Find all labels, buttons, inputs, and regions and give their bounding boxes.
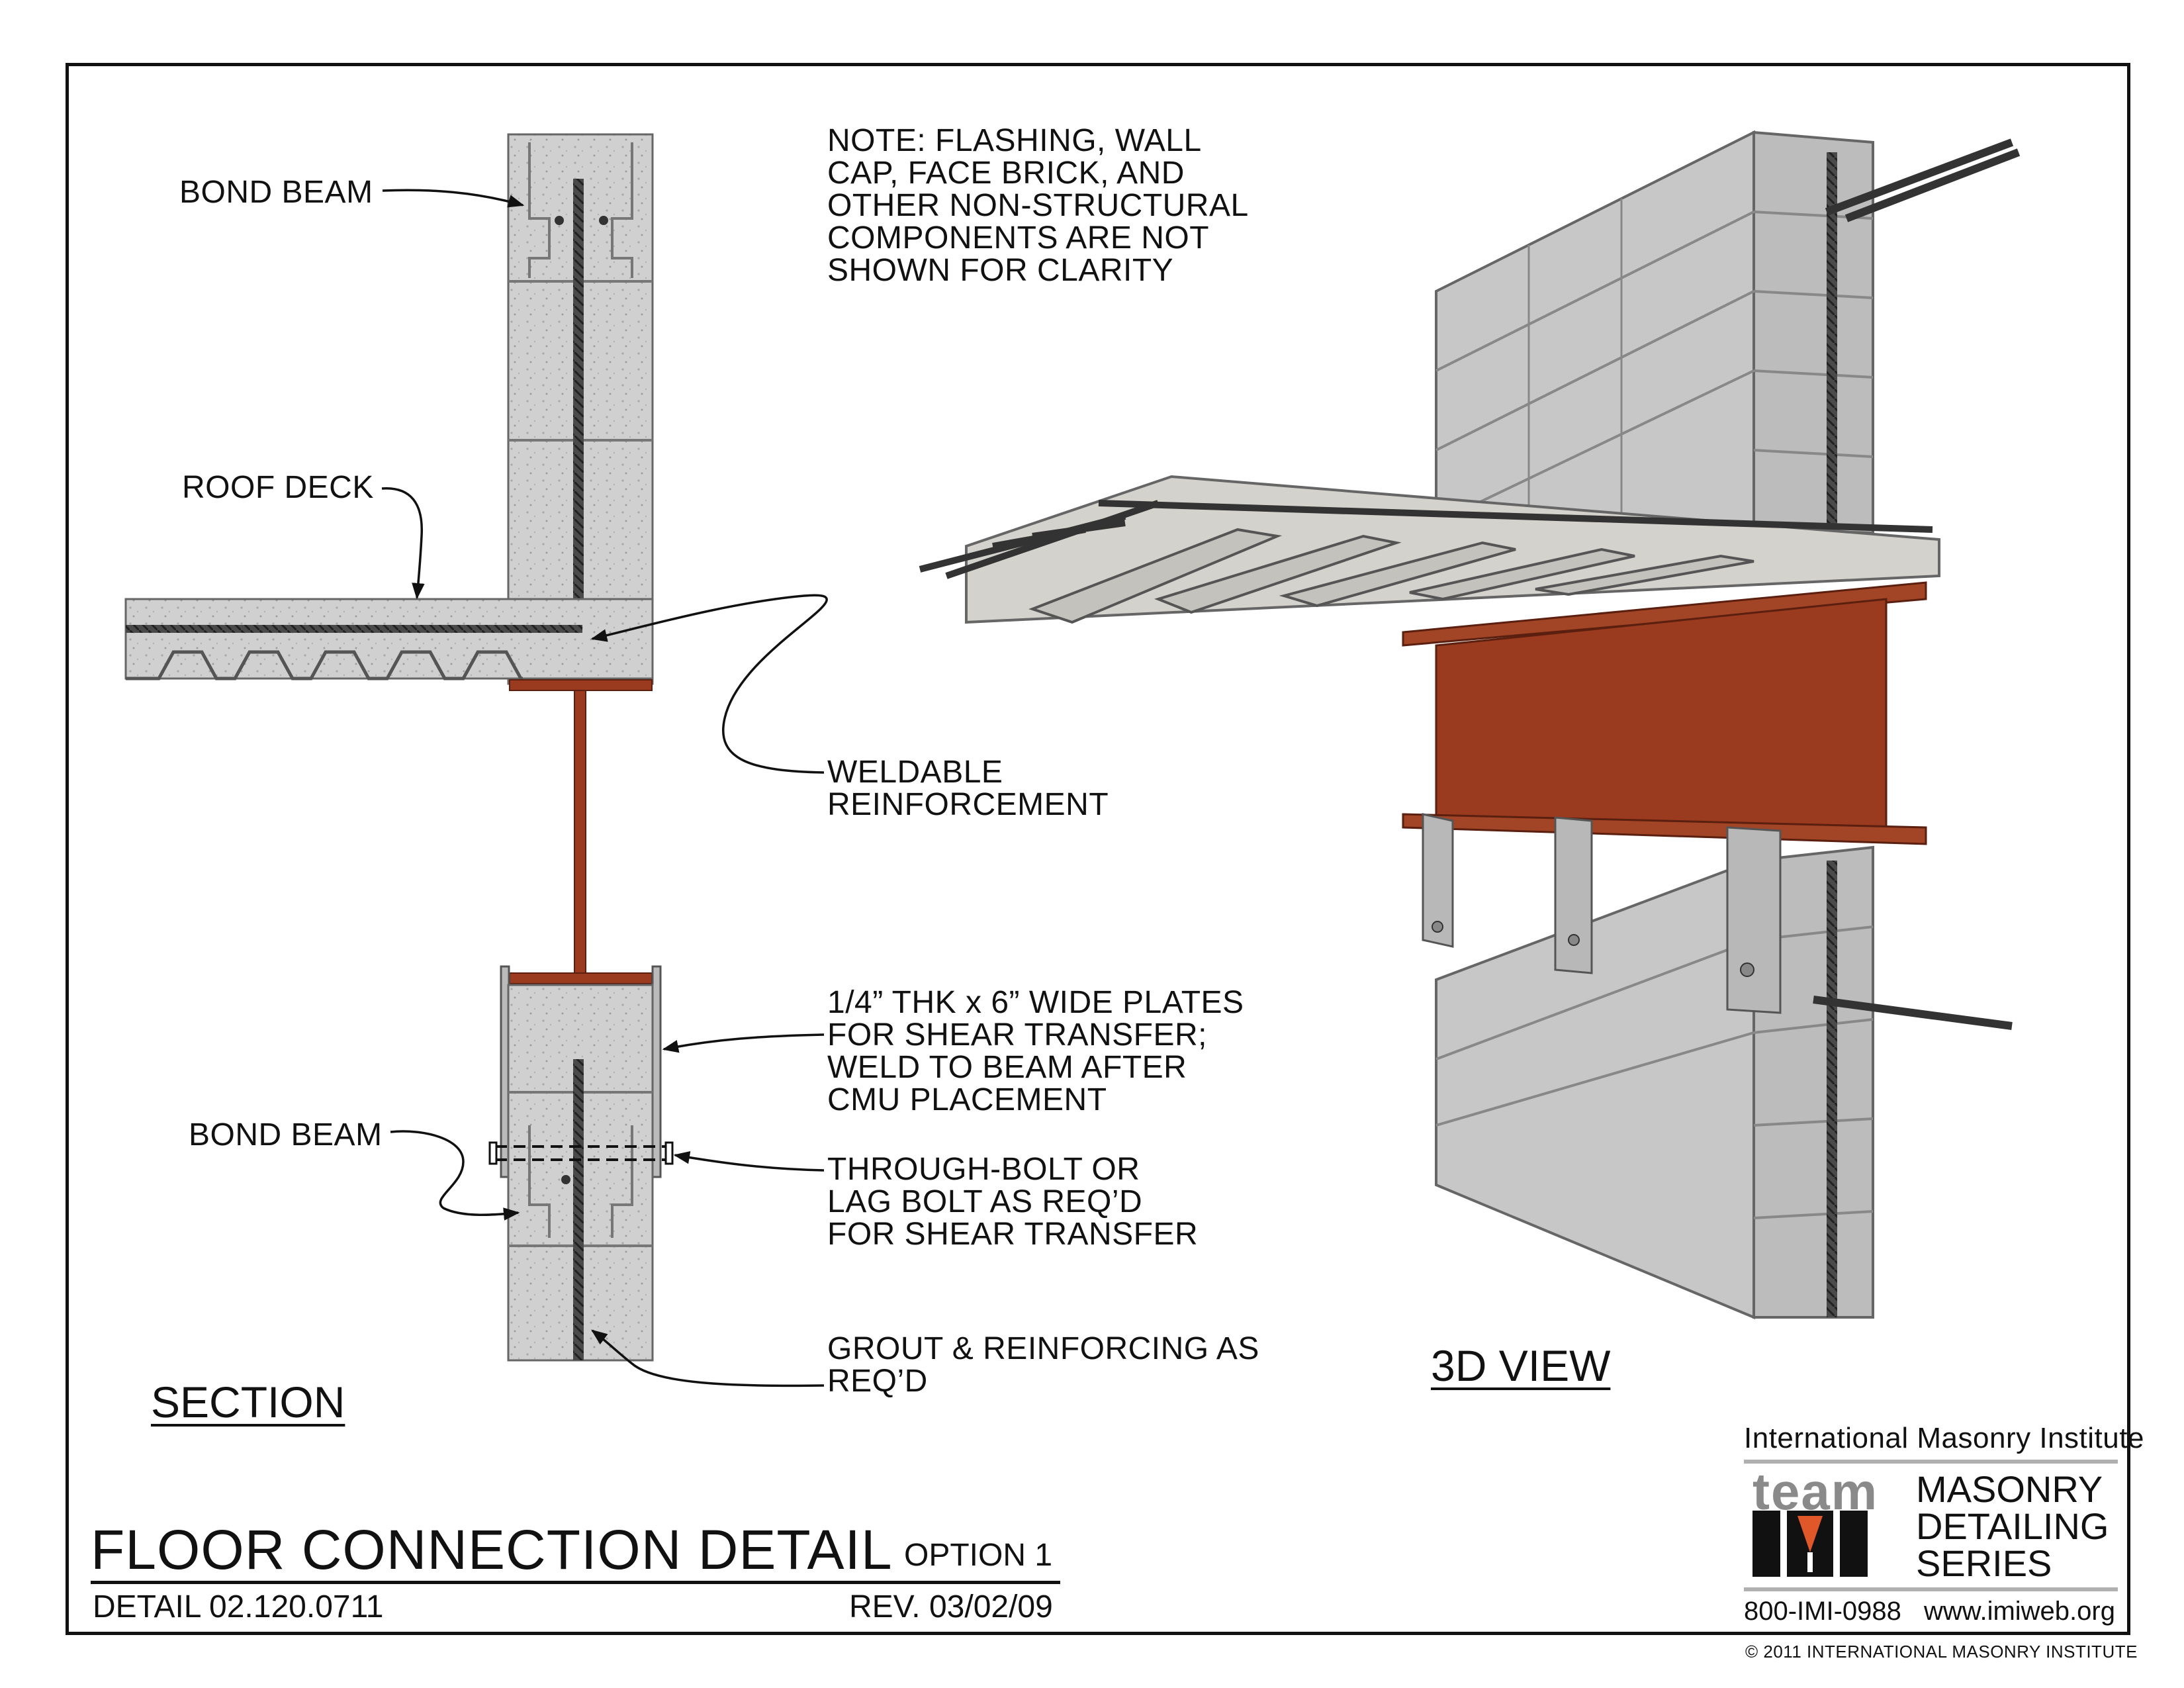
drawing-option: OPTION 1: [904, 1538, 1053, 1573]
beam-top-flange-3d: [1402, 581, 1927, 647]
three-d-view: [919, 130, 2021, 1319]
phone-number: 800-IMI-0988: [1744, 1597, 1901, 1626]
upper-vertical-rebar: [573, 179, 584, 682]
grout-reinforcing-label: GROUT & REINFORCING AS REQ’D: [827, 1331, 1259, 1399]
through-bolt-label: THROUGH-BOLT OR LAG BOLT AS REQ’D FOR SH…: [827, 1152, 1199, 1252]
lower-wall-face-3d: [1435, 859, 1755, 1319]
team-wordmark: team: [1752, 1462, 1879, 1521]
website: www.imiweb.org: [1924, 1597, 2115, 1626]
copyright: © 2011 INTERNATIONAL MASONRY INSTITUTE: [1745, 1642, 2138, 1662]
shear-plate-3d-3: [1726, 826, 1782, 1014]
slab-rebar: [126, 625, 582, 633]
logo-rule-top: [1744, 1460, 2118, 1464]
drawing-title: FLOOR CONNECTION DETAIL: [91, 1519, 893, 1581]
lower-wall-side-3d: [1752, 845, 1874, 1319]
roof-deck-slab: [124, 598, 654, 680]
imi-logo-mark: [1752, 1511, 1868, 1577]
title-rule: [91, 1581, 1060, 1584]
roof-deck-label: ROOF DECK: [182, 470, 374, 505]
detail-number: DETAIL 02.120.0711: [93, 1589, 384, 1624]
org-name: International Masonry Institute: [1744, 1422, 2144, 1454]
bond-beam-top-label: BOND BEAM: [179, 175, 373, 210]
note-label: NOTE: FLASHING, WALL CAP, FACE BRICK, AN…: [827, 123, 1249, 288]
beam-top-flange: [509, 679, 653, 691]
metal-deck-profile: [126, 650, 523, 680]
bond-beam-bottom-label: BOND BEAM: [189, 1117, 383, 1152]
beam-bottom-flange: [509, 972, 653, 984]
weldable-reinforcement-label: WELDABLE REINFORCEMENT: [827, 755, 1109, 822]
leader-lines: [381, 189, 828, 1387]
upper-wall-side-3d: [1752, 130, 1874, 535]
shear-plate-3d-1: [1422, 813, 1454, 948]
three-d-view-title: 3D VIEW: [1431, 1341, 1611, 1390]
series-name: MASONRY DETAILING SERIES: [1916, 1468, 2109, 1584]
revision-date: REV. 03/02/09: [849, 1589, 1053, 1624]
logo-rule-bottom: [1744, 1587, 2118, 1591]
trowel-icon: [1797, 1516, 1823, 1552]
section-view-title: SECTION: [151, 1378, 345, 1427]
shear-plate-3d-2: [1554, 816, 1593, 974]
shear-plates-label: 1/4” THK x 6” WIDE PLATES FOR SHEAR TRAN…: [827, 985, 1244, 1117]
lower-vertical-rebar: [573, 1059, 584, 1360]
beam-web: [574, 690, 586, 974]
beam-bottom-flange-3d: [1402, 813, 1927, 845]
section-view: [124, 133, 674, 1362]
sheet-border: [66, 63, 2130, 1635]
